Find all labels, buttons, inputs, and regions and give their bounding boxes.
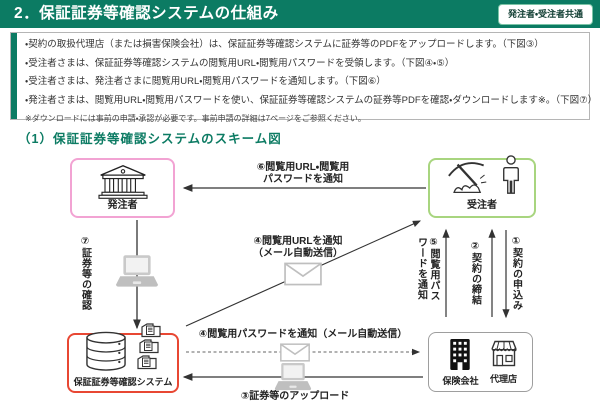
step6-label-line2: パスワードを通知 — [263, 173, 343, 185]
bullet-receive: ・受注者さまは、保証証券等確認システムの閲覧用URL・閲覧用パスワードを受領しま… — [25, 57, 455, 69]
bank-icon — [93, 159, 153, 200]
orderer-node: 発注者 — [70, 158, 175, 218]
header-bar: 2．保証証券等確認システムの仕組み 発注者・受注者共通 — [0, 0, 600, 28]
step4-password-label: ④閲覧用パスワードを通知（メール自動送信） — [198, 329, 408, 340]
step7-label: ⑦証券等の確認 — [79, 236, 91, 311]
person-icon — [500, 155, 522, 200]
bullet-download: ・発注者さまは、閲覧用URL・閲覧用パスワードを使い、保証証券等確認システムの証… — [25, 94, 598, 106]
contractor-node: 受注者 — [428, 155, 536, 218]
partners-node: 保険会社 代理店 — [428, 332, 533, 392]
insurer-label: 保険会社 — [442, 376, 479, 386]
step6-label-line1: ⑥閲覧用URL・閲覧用 — [256, 162, 350, 173]
storefront-icon — [489, 339, 519, 373]
orderer-label: 発注者 — [107, 200, 138, 211]
laptop-icon-confirm — [115, 254, 159, 295]
insurer-column: 保険会社 — [442, 337, 479, 387]
step3-label: ③証券等のアップロード — [240, 391, 350, 402]
documents-icon — [136, 323, 162, 376]
page-title: 2．保証証券等確認システムの仕組み — [14, 5, 279, 22]
accent-bar — [11, 33, 17, 119]
bullet-notify: ・受注者さまは、発注者さまに閲覧用URL・閲覧用パスワードを通知します。（下図⑥… — [25, 76, 386, 87]
step4-url-label: ④閲覧用URLを通知 （メール自動送信） — [198, 236, 398, 259]
laptop-icon-upload — [274, 362, 312, 398]
step5-label: ⑤閲覧用パスワードを通知 — [415, 237, 440, 301]
envelope-icon-url — [284, 262, 322, 291]
contractor-label: 受注者 — [467, 200, 497, 211]
step1-label: ①契約の申込み — [510, 236, 522, 311]
step4-url-label-line2: （メール自動送信） — [253, 247, 343, 259]
summary-panel: ・契約の取扱代理店（または損害保険会社）は、保証証券等確認システムに証券等のPD… — [10, 32, 597, 123]
system-node: 保証証券等確認システム — [67, 323, 179, 393]
footnote: ※ダウンロードには事前の申請・承認が必要です。事前申請の詳細は7ページをご参照く… — [25, 114, 366, 123]
bullet-upload: ・契約の取扱代理店（または損害保険会社）は、保証証券等確認システムに証券等のPD… — [25, 39, 544, 50]
bullet-list: ・契約の取扱代理店（または損害保険会社）は、保証証券等確認システムに証券等のPD… — [25, 39, 598, 124]
step4-url-label-line1: ④閲覧用URLを通知 — [253, 236, 343, 247]
audience-badge: 発注者・受注者共通 — [497, 4, 593, 25]
agency-label: 代理店 — [489, 374, 517, 384]
database-icon — [84, 331, 128, 376]
envelope-icon-password — [280, 343, 310, 367]
office-building-icon — [448, 337, 472, 375]
step6-label: ⑥閲覧用URL・閲覧用 パスワードを通知 — [182, 162, 424, 185]
agency-column: 代理店 — [489, 339, 519, 385]
step2-label: ②契約の締結 — [469, 241, 481, 305]
section-title: （1）保証証券等確認システムのスキーム図 — [18, 132, 282, 146]
pickaxe-icon — [442, 155, 494, 200]
system-label: 保証証券等確認システム — [73, 377, 173, 387]
